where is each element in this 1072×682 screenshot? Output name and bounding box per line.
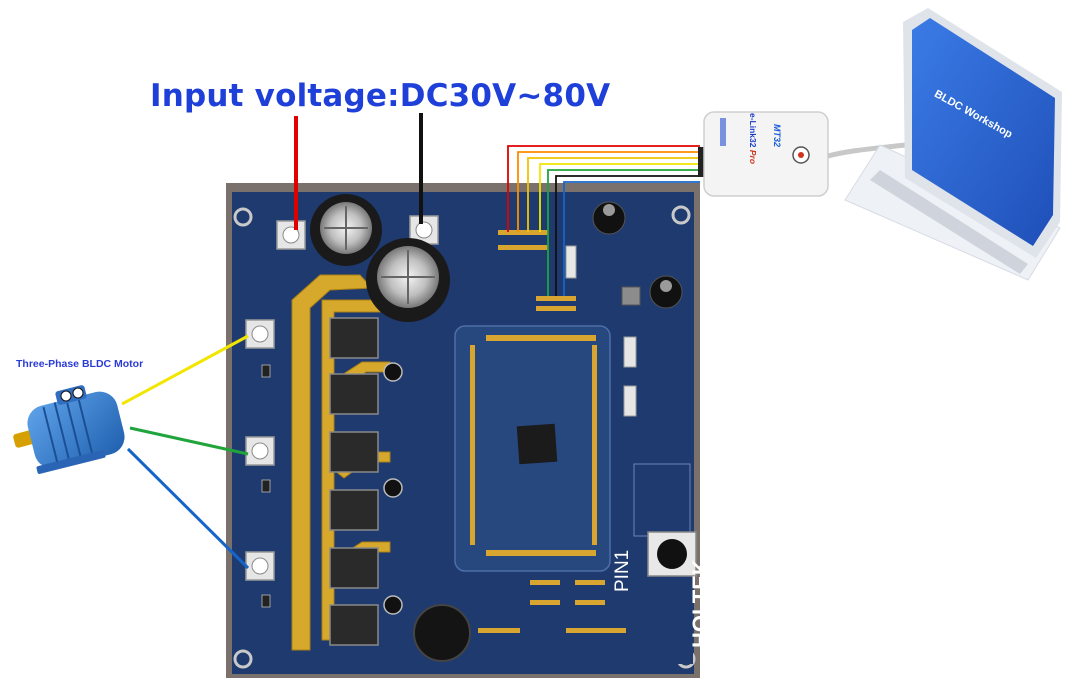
capacitor-icon [310,194,450,322]
laptop-icon [844,8,1062,281]
board-brand: HOLTEK [688,559,713,648]
programmer-cable [507,145,700,296]
phase-u-wire [121,334,249,406]
page-title: Input voltage:DC30V~80V [150,78,611,114]
motor-label: Three-Phase BLDC Motor [16,358,144,370]
programmer-suffix: Pro [748,149,758,165]
motor-icon [13,385,125,474]
board-pin-label: PIN1 [612,549,633,592]
programmer-label: e-Link32 Pro [748,113,758,164]
programmer-badge: MT32 [772,124,782,148]
phase-v-wire [129,426,249,456]
programmer-name: e-Link32 [748,113,758,148]
phase-w-wire [126,447,250,570]
pcb-board-icon [226,183,700,678]
usb-programmer-icon [698,111,906,197]
